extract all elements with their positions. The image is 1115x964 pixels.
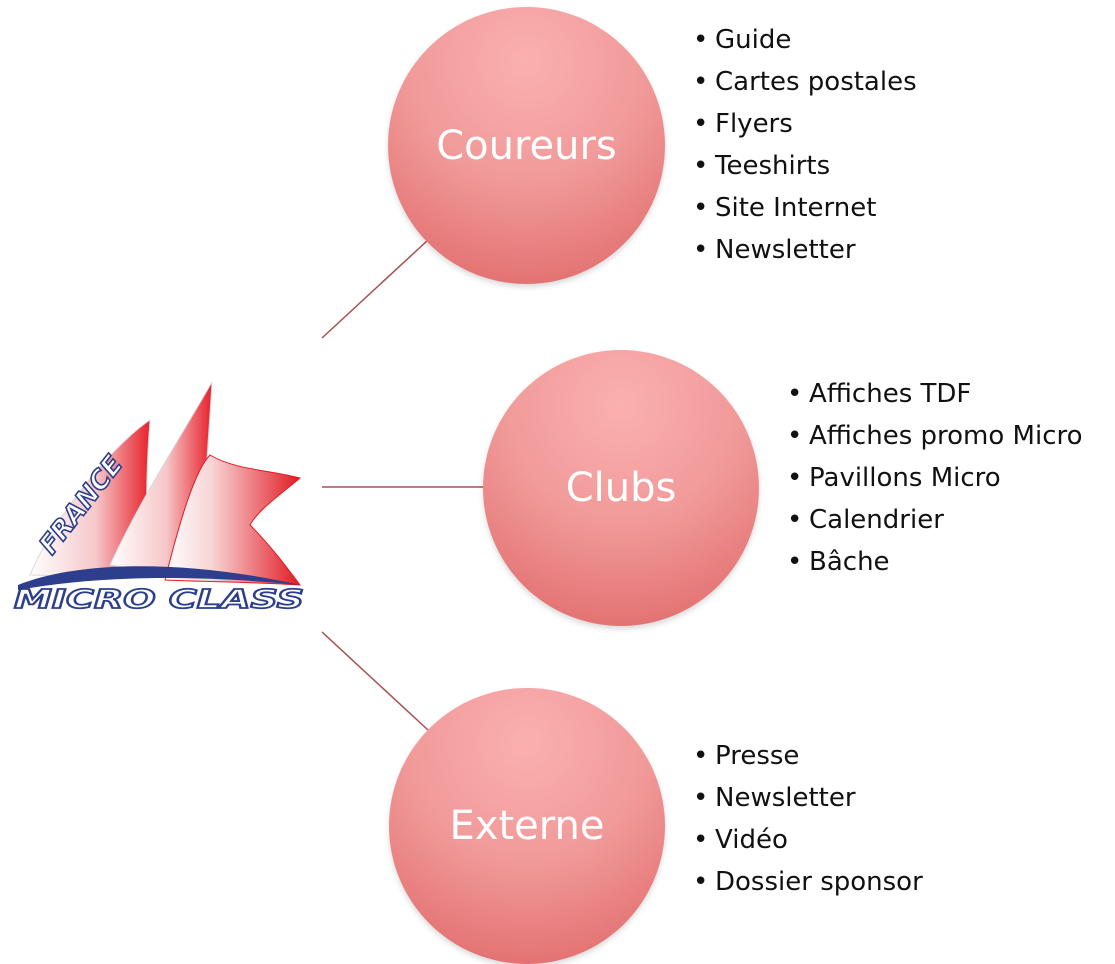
- node-coureurs: Coureurs: [388, 7, 665, 284]
- logo-hull-swoosh: [18, 566, 300, 590]
- node-clubs: Clubs: [483, 350, 759, 626]
- list-item: Presse: [693, 735, 923, 777]
- list-item: Teeshirts: [693, 145, 917, 187]
- node-externe: Externe: [389, 688, 665, 964]
- list-item: Affiches promo Micro: [787, 415, 1083, 457]
- list-item: Flyers: [693, 103, 917, 145]
- list-item: Guide: [693, 19, 917, 61]
- clubs-items-list: Affiches TDF Affiches promo Micro Pavill…: [787, 373, 1083, 583]
- list-item: Dossier sponsor: [693, 861, 923, 903]
- node-externe-label: Externe: [449, 803, 605, 849]
- list-item: Cartes postales: [693, 61, 917, 103]
- node-clubs-label: Clubs: [565, 465, 677, 511]
- list-item: Bâche: [787, 541, 1083, 583]
- externe-items-list: Presse Newsletter Vidéo Dossier sponsor: [693, 735, 923, 903]
- node-coureurs-label: Coureurs: [436, 122, 617, 169]
- list-item: Calendrier: [787, 499, 1083, 541]
- list-item: Newsletter: [693, 777, 923, 819]
- list-item: Site Internet: [693, 187, 917, 229]
- list-item: Pavillons Micro: [787, 457, 1083, 499]
- list-item: Newsletter: [693, 229, 917, 271]
- list-item: Vidéo: [693, 819, 923, 861]
- list-item: Affiches TDF: [787, 373, 1083, 415]
- coureurs-items-list: Guide Cartes postales Flyers Teeshirts S…: [693, 19, 917, 271]
- connector-externe: [321, 631, 429, 731]
- logo-sail-right: [164, 454, 302, 586]
- connector-coureurs: [321, 239, 429, 339]
- logo-text-main: MICRO CLASS: [14, 585, 304, 615]
- micro-class-logo: FRANCE MICRO CLASS: [13, 381, 305, 616]
